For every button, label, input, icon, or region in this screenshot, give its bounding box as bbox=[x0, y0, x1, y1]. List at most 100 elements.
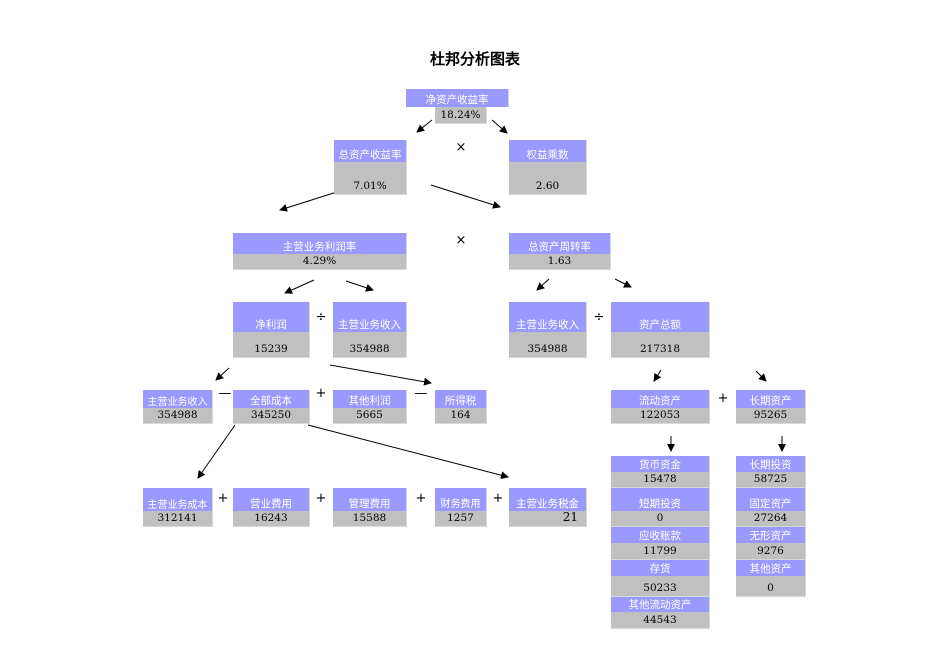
node-value: 1.63 bbox=[509, 254, 611, 270]
node-value: 354988 bbox=[509, 332, 587, 358]
node-label: 存货 bbox=[611, 560, 710, 576]
node-value: 16243 bbox=[233, 511, 310, 527]
node-intangible: 无形资产 9276 bbox=[736, 527, 806, 560]
node-value: 58725 bbox=[736, 472, 806, 488]
node-revenue-c: 主营业务收入 354988 bbox=[143, 390, 213, 424]
node-label: 长期资产 bbox=[736, 390, 806, 408]
node-label: 管理费用 bbox=[333, 488, 407, 511]
node-value: 354988 bbox=[143, 408, 213, 424]
node-label: 全部成本 bbox=[233, 390, 310, 408]
node-value: 50233 bbox=[611, 576, 710, 597]
arrow-turnover-to-revenue bbox=[536, 278, 550, 291]
node-value: 354988 bbox=[333, 332, 407, 358]
node-value: 2.60 bbox=[509, 162, 587, 195]
node-asset-turnover: 总资产周转率 1.63 bbox=[509, 233, 611, 270]
node-value: 164 bbox=[435, 408, 487, 424]
node-other-current: 其他流动资产 44543 bbox=[611, 597, 710, 629]
node-label: 其他利润 bbox=[333, 390, 407, 408]
node-revenue-b: 主营业务收入 354988 bbox=[509, 302, 587, 358]
node-other-profit: 其他利润 5665 bbox=[333, 390, 407, 424]
node-label: 财务费用 bbox=[435, 488, 487, 511]
operator-plus: + bbox=[415, 491, 427, 506]
node-total-cost: 全部成本 345250 bbox=[233, 390, 310, 424]
node-value: 21 bbox=[509, 510, 587, 527]
node-label: 流动资产 bbox=[611, 390, 710, 408]
node-label: 权益乘数 bbox=[509, 140, 587, 162]
arrow-roe-to-em bbox=[491, 119, 508, 134]
node-value: 44543 bbox=[611, 612, 710, 629]
node-value: 1257 bbox=[435, 511, 487, 527]
operator-minus: — bbox=[414, 386, 428, 401]
node-label: 固定资产 bbox=[736, 488, 806, 511]
node-business-tax: 主营业务税金 21 bbox=[509, 488, 587, 527]
node-receivables: 应收账款 11799 bbox=[611, 527, 710, 560]
arrow-assets-to-longterm bbox=[755, 370, 767, 382]
operator-minus: — bbox=[218, 386, 232, 401]
operator-plus: + bbox=[217, 491, 229, 506]
operator-times: × bbox=[455, 140, 467, 155]
node-value: 15588 bbox=[333, 511, 407, 527]
arrow-netprofit-to-revenue bbox=[215, 367, 230, 381]
node-finance-exp: 财务费用 1257 bbox=[435, 488, 487, 527]
operator-times: × bbox=[455, 233, 467, 248]
arrow-cost-to-cogs bbox=[197, 424, 236, 479]
node-label: 主营业务成本 bbox=[143, 488, 213, 511]
operator-plus: + bbox=[492, 491, 504, 506]
node-value: 5665 bbox=[333, 408, 407, 424]
node-label: 主营业务利润率 bbox=[233, 233, 407, 254]
node-total-assets: 资产总额 217318 bbox=[611, 302, 710, 358]
node-current-assets: 流动资产 122053 bbox=[611, 390, 710, 424]
node-value: 11799 bbox=[611, 543, 710, 560]
node-value: 4.29% bbox=[233, 254, 407, 270]
node-value: 122053 bbox=[611, 408, 710, 424]
node-label: 主营业务税金 bbox=[509, 488, 587, 511]
node-label: 营业费用 bbox=[233, 488, 310, 511]
node-label: 净利润 bbox=[233, 302, 310, 332]
node-income-tax: 所得税 164 bbox=[435, 390, 487, 424]
node-value: 18.24% bbox=[435, 107, 487, 124]
arrow-roe-to-roa bbox=[416, 119, 433, 133]
node-st-invest: 短期投资 0 bbox=[611, 488, 710, 527]
node-value: 95265 bbox=[736, 408, 806, 424]
node-cash: 货币资金 15478 bbox=[611, 456, 710, 488]
arrow-cost-to-tax bbox=[307, 424, 509, 480]
arrow-turnover-to-assets bbox=[614, 278, 632, 288]
node-value: 217318 bbox=[611, 332, 710, 358]
node-selling-exp: 营业费用 16243 bbox=[233, 488, 310, 527]
node-label: 总资产收益率 bbox=[334, 140, 407, 162]
arrow-assets-to-current bbox=[653, 369, 662, 382]
node-longterm-assets: 长期资产 95265 bbox=[736, 390, 806, 424]
operator-plus: + bbox=[717, 391, 729, 406]
node-value: 7.01% bbox=[334, 162, 407, 195]
node-label: 其他流动资产 bbox=[611, 597, 710, 612]
node-fixed-assets: 固定资产 27264 bbox=[736, 488, 806, 527]
node-label: 总资产周转率 bbox=[509, 233, 611, 254]
node-roa: 总资产收益率 7.01% bbox=[334, 140, 407, 195]
arrow-roa-to-margin bbox=[279, 190, 341, 212]
node-value: 9276 bbox=[736, 543, 806, 560]
node-equity-multiplier: 权益乘数 2.60 bbox=[509, 140, 587, 195]
node-revenue-a: 主营业务收入 354988 bbox=[333, 302, 407, 358]
node-value: 345250 bbox=[233, 408, 310, 424]
arrow-margin-to-netprofit bbox=[284, 279, 315, 294]
node-roe: 净资产收益率 18.24% bbox=[406, 89, 509, 124]
node-value: 15239 bbox=[233, 332, 310, 358]
node-cogs: 主营业务成本 312141 bbox=[143, 488, 213, 527]
node-label: 长期投资 bbox=[736, 456, 806, 472]
node-other-assets: 其他资产 0 bbox=[736, 560, 806, 597]
arrow-roa-to-turnover bbox=[430, 184, 501, 209]
node-value: 312141 bbox=[143, 511, 213, 527]
node-label: 净资产收益率 bbox=[406, 89, 509, 107]
node-label: 所得税 bbox=[435, 390, 487, 408]
node-label: 短期投资 bbox=[611, 488, 710, 511]
node-label: 应收账款 bbox=[611, 527, 710, 543]
node-value: 0 bbox=[736, 576, 806, 597]
node-admin-exp: 管理费用 15588 bbox=[333, 488, 407, 527]
node-lt-invest: 长期投资 58725 bbox=[736, 456, 806, 488]
node-label: 主营业务收入 bbox=[333, 302, 407, 332]
node-value: 0 bbox=[611, 511, 710, 527]
page-title: 杜邦分析图表 bbox=[429, 50, 520, 68]
operator-divide: ÷ bbox=[315, 310, 327, 325]
node-label: 主营业务收入 bbox=[509, 302, 587, 332]
